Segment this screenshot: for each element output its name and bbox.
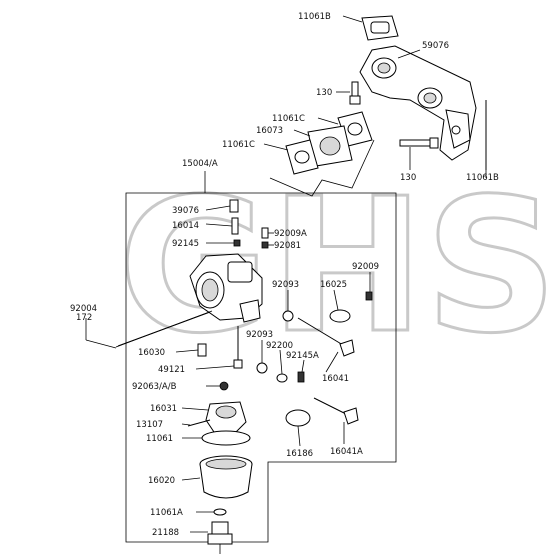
label-92093-a: 92093 [272,280,299,290]
solenoid-21188[interactable] [207,521,233,554]
washer-92200[interactable] [276,373,288,383]
leader-11061b-top [342,15,363,23]
label-92093-b: 92093 [246,330,273,340]
screw-92063[interactable] [219,381,229,391]
label-11061b-top: 11061B [298,12,331,22]
label-92145: 92145 [172,239,199,249]
label-16073: 16073 [256,126,283,136]
label-49121: 49121 [158,365,185,375]
washer-11061a[interactable] [213,508,227,516]
jet-16014[interactable] [231,217,239,235]
label-11061a: 11061A [150,508,183,518]
label-59076: 59076 [422,41,449,51]
float-16031[interactable] [205,401,247,433]
label-130-b: 130 [400,173,416,183]
leader-16186 [297,425,301,447]
leader-16020 [181,477,201,481]
intake-manifold-59076[interactable] [359,45,477,161]
leader-92145a [301,359,305,373]
label-16041: 16041 [322,374,349,384]
gasket-11061b-top[interactable] [361,15,399,41]
gasket-11061[interactable] [201,430,251,446]
label-39076: 39076 [172,206,199,216]
leader-49121 [195,365,235,370]
label-11061c-a: 11061C [272,114,305,124]
label-16186: 16186 [286,449,313,459]
assembly-boundary [125,192,397,543]
leader-16031 [181,407,209,411]
label-21188: 21188 [152,528,179,538]
label-92200: 92200 [266,341,293,351]
spring-92145[interactable] [233,239,241,247]
leader-39076 [205,205,231,211]
leader-172 [85,339,117,349]
label-130-a: 130 [316,88,332,98]
label-16025: 16025 [320,280,347,290]
label-92004: 92004 [70,304,97,314]
label-16030: 16030 [138,348,165,358]
leader-11061c-b [263,143,289,151]
leader-16025 [333,289,339,311]
label-92009: 92009 [352,262,379,272]
label-16031: 16031 [150,404,177,414]
plate-16025[interactable] [329,309,351,323]
needle-49121[interactable] [233,326,243,369]
leader-59076 [397,49,421,59]
label-92009a: 92009A [274,229,307,239]
leader-13107 [181,423,191,426]
pin-16030[interactable] [197,343,207,357]
spring-92081[interactable] [261,241,269,249]
screw-92009[interactable] [365,291,373,301]
insulator-16073[interactable] [307,125,353,167]
assembly-path [269,139,375,197]
bolt-130-horizontal[interactable] [399,137,439,149]
stud-92004[interactable] [115,310,213,348]
shaft-16041[interactable] [297,317,355,357]
leader-16030 [175,349,199,353]
leader-11061c-a [317,117,339,125]
shaft-16041a[interactable] [313,397,359,425]
label-16041a: 16041A [330,447,363,457]
label-92063ab: 92063/A/B [132,382,177,392]
screw-92009a[interactable] [261,227,269,239]
label-16020: 16020 [148,476,175,486]
leader-16014 [205,223,233,227]
float-bowl-16020[interactable] [199,455,253,499]
label-13107: 13107 [136,420,163,430]
label-172: 172 [76,313,92,323]
label-11061: 11061 [146,434,173,444]
pin-13107[interactable] [187,419,211,427]
label-15004a: 15004/A [182,159,218,169]
label-92145a: 92145A [286,351,319,361]
oring-92093-a[interactable] [282,310,294,322]
jet-39076[interactable] [229,199,239,213]
label-11061c-b: 11061C [222,140,255,150]
leader-16041 [325,351,339,373]
leader-16073 [293,129,311,137]
bolt-130-vertical[interactable] [349,81,361,105]
label-92081: 92081 [274,241,301,251]
label-11061b-side: 11061B [466,173,499,183]
oring-92093-b[interactable] [256,362,268,374]
carburetor-body[interactable] [189,253,263,323]
leader-92200 [279,349,283,375]
label-16014: 16014 [172,221,199,231]
gasket-11061c-lower[interactable] [285,139,319,175]
plate-16186[interactable] [285,409,311,427]
spring-92145a[interactable] [297,371,305,383]
